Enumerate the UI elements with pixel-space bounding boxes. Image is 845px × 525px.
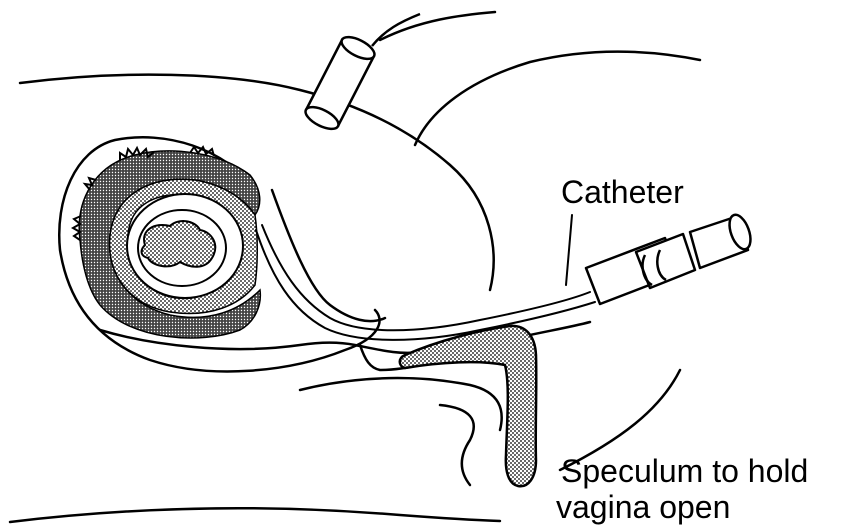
catheter-label: Catheter (561, 176, 684, 208)
catheter-tube-upper (262, 225, 590, 330)
probe-wire (372, 14, 420, 46)
speculum-label-line-1: Speculum to hold (561, 455, 808, 487)
body-outline-flank (415, 52, 700, 145)
catheter-tube-lower (256, 230, 595, 340)
canal-upper-wall (272, 190, 385, 321)
speculum-label-line-2: vagina open (556, 491, 730, 523)
canal-lower-wall (100, 330, 420, 353)
catheter-leader-line (566, 215, 572, 285)
perineum-outline (440, 405, 474, 485)
vaginal-floor (300, 378, 502, 430)
floor-line (10, 508, 500, 522)
speculum (400, 326, 537, 486)
